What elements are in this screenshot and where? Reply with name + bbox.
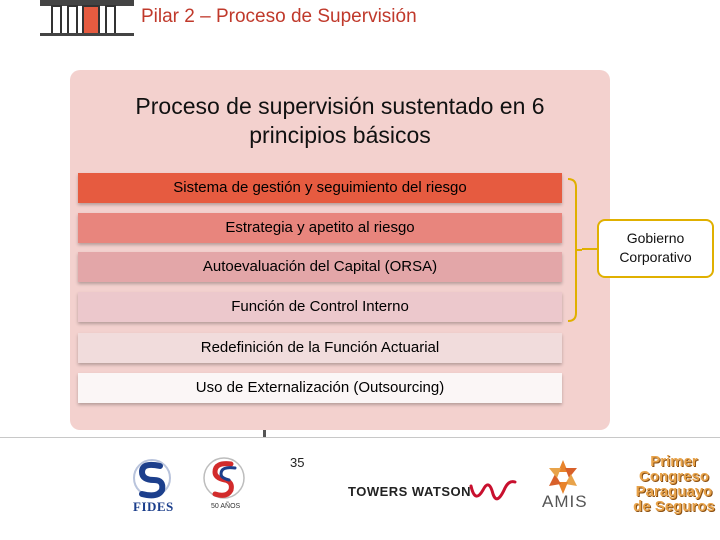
principles-panel: Proceso de supervisión sustentado en 6 p… bbox=[70, 70, 610, 430]
towers-watson-label: TOWERS WATSON bbox=[348, 484, 472, 499]
congreso-line3: Paraguayo bbox=[635, 483, 713, 500]
governance-line1: Gobierno bbox=[626, 230, 685, 246]
corporate-governance-box: Gobierno Corporativo bbox=[597, 219, 714, 278]
panel-heading-line2: principios básicos bbox=[249, 122, 431, 148]
towers-watson-logo bbox=[469, 480, 517, 501]
anniversary-label: 50 AÑOS bbox=[211, 503, 241, 510]
amis-logo bbox=[549, 460, 577, 494]
congreso-line1: Primer bbox=[650, 453, 698, 470]
principle-bar-orsa: Autoevaluación del Capital (ORSA) bbox=[78, 252, 562, 282]
primer-congreso-logo: Primer Congreso Paraguayo de Seguros bbox=[633, 454, 715, 514]
congreso-line2: Congreso bbox=[638, 468, 709, 485]
bracket-connector bbox=[568, 178, 582, 322]
page-number: 35 bbox=[290, 455, 305, 470]
bracket-arrow-line bbox=[582, 248, 598, 250]
50-anos-logo bbox=[203, 457, 245, 499]
panel-heading: Proceso de supervisión sustentado en 6 p… bbox=[70, 92, 610, 150]
governance-line2: Corporativo bbox=[619, 249, 692, 265]
principle-bar-risk-appetite: Estrategia y apetito al riesgo bbox=[78, 213, 562, 243]
principle-bar-risk-management: Sistema de gestión y seguimiento del rie… bbox=[78, 173, 562, 203]
panel-heading-line1: Proceso de supervisión sustentado en 6 bbox=[135, 93, 545, 119]
principle-bar-outsourcing: Uso de Externalización (Outsourcing) bbox=[78, 373, 562, 403]
footer-tick bbox=[263, 430, 266, 437]
columns-building-logo bbox=[40, 0, 134, 36]
footer-divider bbox=[0, 437, 720, 438]
page-title: Pilar 2 – Proceso de Supervisión bbox=[141, 6, 417, 27]
fides-label: FIDES bbox=[133, 499, 174, 514]
fides-logo bbox=[133, 459, 171, 499]
principle-bar-internal-control: Función de Control Interno bbox=[78, 292, 562, 322]
congreso-line4: de Seguros bbox=[633, 498, 715, 515]
amis-label: AMIS bbox=[542, 492, 588, 511]
principle-bar-actuarial-function: Redefinición de la Función Actuarial bbox=[78, 333, 562, 363]
